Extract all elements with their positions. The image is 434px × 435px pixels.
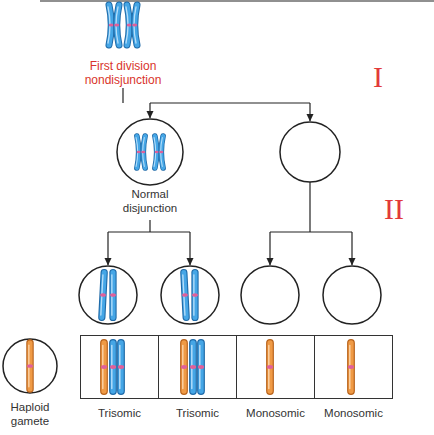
annotation-numeral: I bbox=[362, 60, 394, 94]
chromatid bbox=[136, 136, 141, 168]
arrow bbox=[107, 232, 108, 265]
left-cell-chromosomes bbox=[136, 136, 163, 168]
arrow bbox=[269, 232, 270, 265]
karyotype-box: Monosomic bbox=[236, 335, 315, 421]
gamete-chromatid bbox=[101, 343, 107, 391]
connector-line bbox=[309, 182, 310, 232]
chromatid bbox=[192, 273, 198, 318]
karyotype-label: Trisomic bbox=[158, 406, 237, 420]
chromatid bbox=[108, 5, 114, 45]
arrow bbox=[149, 103, 150, 118]
gamete-chromatid bbox=[267, 343, 273, 391]
empty-cell bbox=[323, 266, 381, 324]
chromatid bbox=[141, 136, 145, 168]
cell-circle: Normal disjunction bbox=[110, 117, 190, 221]
chromatid bbox=[118, 343, 124, 391]
top-rule bbox=[40, 0, 434, 1]
connector-line bbox=[108, 231, 190, 232]
zygote-chromosomes bbox=[27, 343, 354, 391]
gamete-chromatid bbox=[348, 343, 354, 391]
cell-label: Haploid gamete bbox=[1, 400, 59, 428]
chromatid bbox=[114, 5, 119, 45]
daughter-cell bbox=[161, 266, 219, 324]
daughter-chromatids bbox=[99, 272, 198, 317]
annotation-numeral: II bbox=[374, 192, 414, 226]
arrow bbox=[309, 103, 310, 121]
box-outline bbox=[80, 335, 159, 399]
chromatid bbox=[110, 273, 116, 318]
gamete-chromatid bbox=[181, 343, 187, 391]
karyotype-box: Monosomic bbox=[314, 335, 393, 421]
cell-circle: Haploid gamete bbox=[1, 338, 59, 434]
karyotype-box: Trisomic bbox=[158, 335, 237, 421]
chromatid bbox=[132, 5, 137, 45]
chromatid bbox=[159, 136, 163, 168]
cell-circle-outline bbox=[117, 119, 183, 185]
arrow bbox=[351, 232, 352, 265]
chromatid bbox=[99, 272, 107, 317]
daughter-cell bbox=[79, 266, 137, 324]
division-title: First division nondisjunction bbox=[68, 59, 178, 87]
karyotype-label: Monosomic bbox=[236, 406, 315, 420]
chromatid bbox=[154, 136, 159, 168]
chromatid bbox=[181, 272, 189, 317]
empty-cell bbox=[280, 122, 340, 182]
arrows-first-division bbox=[123, 88, 310, 121]
box-outline bbox=[158, 335, 237, 399]
chromatid bbox=[126, 5, 132, 45]
karyotype-box: Trisomic bbox=[80, 335, 159, 421]
chromatid bbox=[110, 343, 116, 391]
connector-line bbox=[150, 102, 310, 103]
karyotype-label: Monosomic bbox=[314, 406, 393, 420]
parent-chromosomes bbox=[108, 5, 137, 45]
box-outline bbox=[236, 335, 315, 399]
gamete-chromatid bbox=[27, 343, 33, 389]
cell-label: Normal disjunction bbox=[110, 187, 190, 215]
box-outline bbox=[314, 335, 393, 399]
empty-cell bbox=[241, 266, 299, 324]
karyotype-label: Trisomic bbox=[80, 406, 159, 420]
arrow bbox=[189, 232, 190, 265]
connector-line bbox=[122, 88, 123, 103]
chromatid bbox=[190, 343, 196, 391]
daughter-cells bbox=[79, 266, 381, 324]
cell-circle-outline bbox=[3, 339, 57, 393]
arrows-second-division bbox=[108, 182, 352, 265]
connector-line bbox=[270, 231, 352, 232]
chromatid bbox=[198, 343, 204, 391]
connector-line bbox=[149, 220, 150, 232]
